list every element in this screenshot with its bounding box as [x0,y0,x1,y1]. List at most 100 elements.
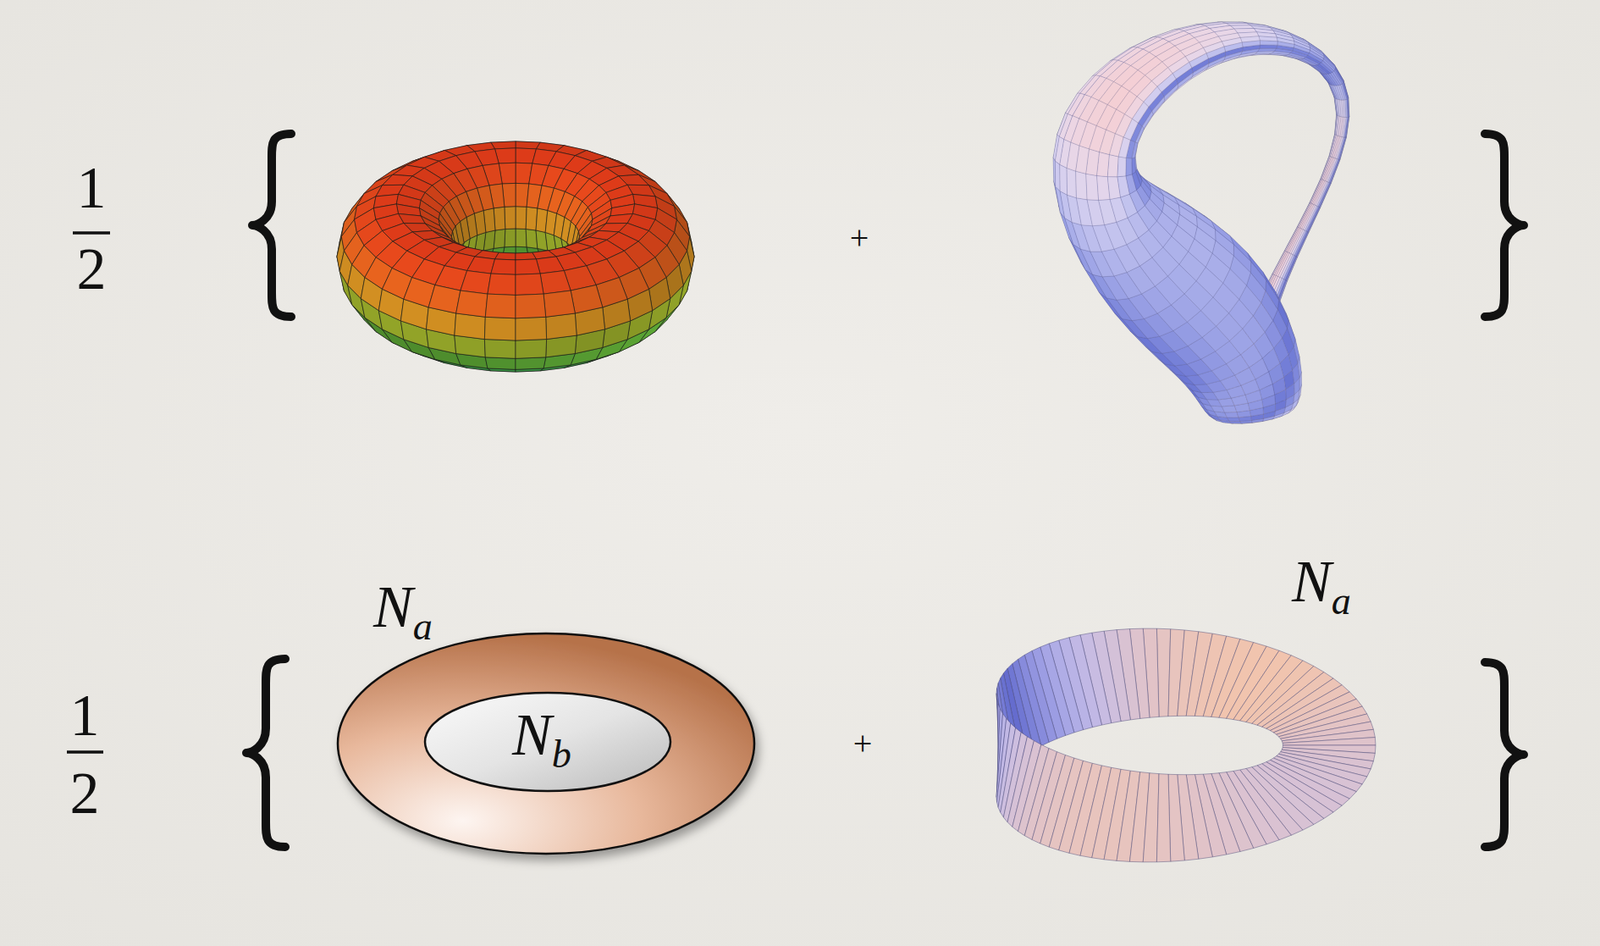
torus-facet [515,273,544,295]
torus-facet [504,228,516,248]
mobius-strip: Na [994,606,1378,883]
klein-facet [1097,151,1110,177]
klein-facet [1157,73,1176,93]
torus-facet [525,228,538,249]
torus-facet [515,206,527,230]
torus-facet [504,206,516,230]
klein-facet [1114,114,1132,138]
klein-facet [1321,60,1335,73]
klein-facet [1289,228,1303,254]
annulus-region: NbNa [335,630,757,856]
klein-facet [1345,99,1348,117]
torus-facet [525,206,538,231]
subscript: b [551,732,572,776]
klein-facet [1107,154,1119,177]
torus-facet [515,228,527,248]
torus-facet [460,270,492,295]
torus-facet [515,293,547,319]
torus-facet [485,293,516,319]
torus-facet [546,313,577,340]
mobius-facet [1282,737,1376,745]
klein-facet [1326,158,1337,183]
klein-facet [1206,46,1225,59]
klein-facet [1172,61,1192,79]
mobius-surface [996,628,1376,862]
torus-facet [543,290,575,317]
torus-facet [515,141,541,149]
klein-facet [1315,181,1329,206]
torus-facet [485,357,516,370]
klein-facet [1259,44,1278,49]
torus-facet [515,357,547,370]
torus-facet [491,141,516,149]
torus-facet [484,339,516,359]
torus-surface [336,141,695,372]
klein-facet [1059,164,1068,195]
curly-brace [1484,662,1524,847]
klein-facet [1302,204,1317,231]
klein-facet [1224,42,1243,52]
node-label: Nb [512,705,572,765]
torus-facet [456,290,488,317]
node-label: Na [373,577,433,637]
torus-facet [491,259,516,275]
torus-facet [570,285,603,314]
klein-facet [1117,176,1130,198]
klein-facet [1332,71,1342,85]
disk-outline [424,692,671,791]
klein-facet [1054,160,1060,192]
inner-disk: Nb [423,690,673,793]
klein-facet [1120,193,1138,218]
torus-facet [495,252,516,260]
symbol: N [373,573,414,640]
klein-facet [1066,167,1076,198]
torus-facet [493,206,506,231]
klein-facet [1280,253,1293,279]
klein-facet [1224,412,1239,418]
torus-facet [484,316,516,341]
klein-facet [1293,44,1310,53]
klein-facet [1118,137,1131,158]
klein-facet [1313,180,1327,205]
klein-facet [1226,417,1240,422]
klein-facet [1131,157,1137,175]
torus-facet [428,285,461,314]
klein-facet [1340,83,1347,100]
torus-facet [454,313,486,340]
fraction-bar [72,231,111,235]
klein-facet [1278,253,1292,278]
klein-facet [1259,40,1278,45]
torus-facet [540,270,571,295]
klein-facet [1143,86,1162,107]
klein-facet [1324,157,1336,182]
fraction-bar [66,750,104,754]
klein-facet [1241,40,1260,48]
klein-facet [1257,48,1276,52]
klein-facet [1124,96,1143,119]
symbol: N [512,701,552,767]
torus-facet [515,259,541,275]
annulus-outline [337,633,755,854]
klein-facet [1117,156,1126,177]
klein-facet [1229,420,1242,424]
klein-facet [1335,137,1343,160]
torus-facet [515,339,547,359]
torus-facet [493,228,506,249]
klein-facet [1291,229,1305,255]
klein-bottle-surface [1053,22,1350,424]
klein-facet [1125,157,1132,176]
torus-facet [515,252,536,260]
braces [246,133,1524,847]
klein-facet [1341,116,1347,137]
curly-brace [246,658,286,847]
klein-facet [1075,171,1087,200]
subscript: a [413,604,433,648]
torus-facet [515,316,547,341]
klein-facet [1086,173,1099,200]
klein-facet [1221,405,1237,413]
